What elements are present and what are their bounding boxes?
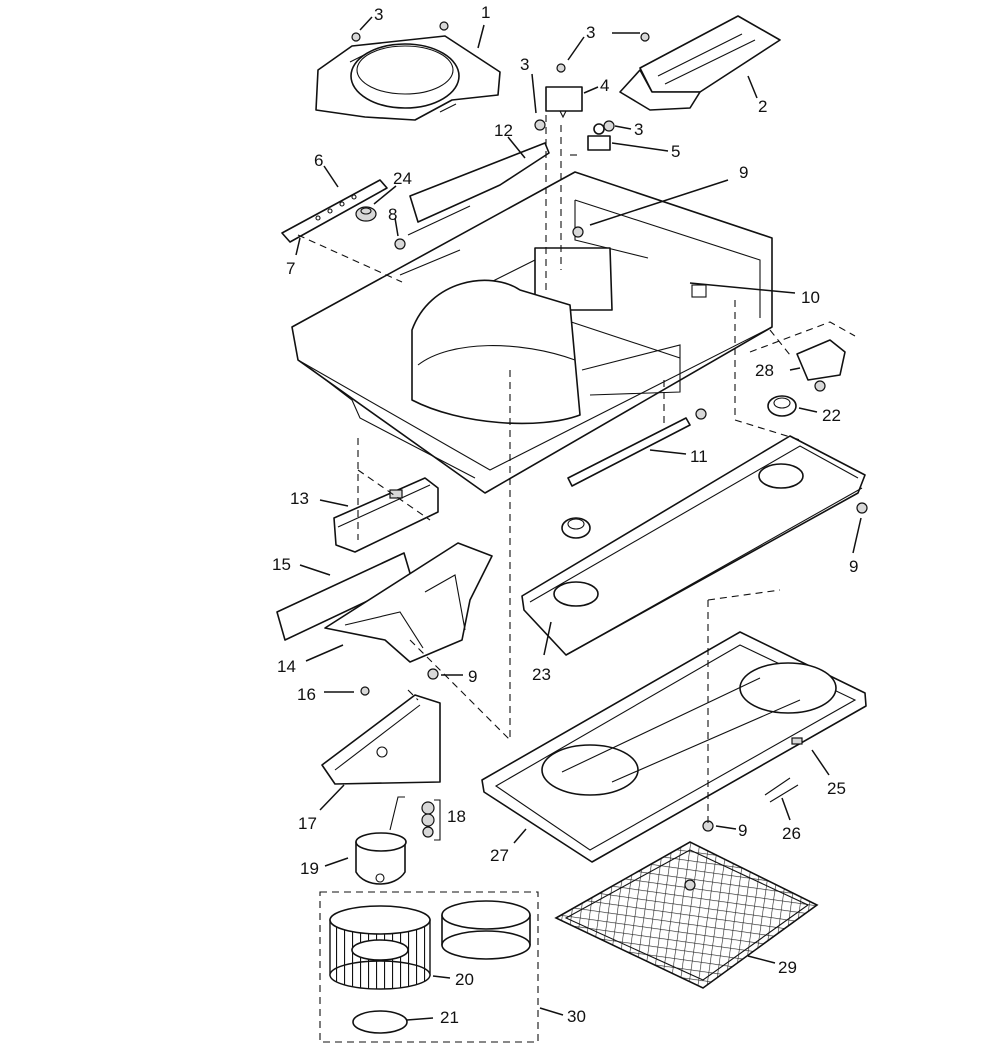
alignment-lines [297,115,856,826]
part-19-motor [355,796,407,885]
part-18-fastener-set [421,799,441,841]
part-12-panel [409,142,550,223]
part-27-bottom-pan [481,631,867,863]
part-5-clip [587,123,611,151]
part-20-blower-wheel [329,905,431,990]
callout-9: 9 [739,163,748,182]
part-29-grease-filter [554,841,819,989]
part-30-blower-assembly-box [319,891,539,1043]
part-21-ring [352,1010,408,1034]
leader-lines [295,16,862,1021]
callout-7: 7 [286,259,295,278]
callout-22: 22 [822,406,841,425]
part-22-lamp-socket [767,395,797,417]
part-14-blower-housing [324,542,493,663]
callout-20: 20 [455,970,474,989]
callout-3: 3 [634,120,643,139]
callout-28: 28 [755,361,774,380]
callout-8: 8 [388,205,397,224]
callout-10: 10 [801,288,820,307]
part-25-26-light-switch [764,737,803,803]
part-4-connector-box [545,86,583,119]
part-9-screws [427,226,868,832]
callout-24: 24 [393,169,412,188]
callout-30: 30 [567,1007,586,1026]
callout-4: 4 [600,76,609,95]
callout-21: 21 [440,1008,459,1027]
callout-29: 29 [778,958,797,977]
callout-3: 3 [374,5,383,24]
callout-26: 26 [782,824,801,843]
part-23-lamp-socket [561,517,591,539]
part-17-motor-plate [321,694,441,785]
part-2-bracket [619,15,781,111]
part-1-damper-plate [315,35,501,121]
callout-12: 12 [494,121,513,140]
callout-16: 16 [297,685,316,704]
callout-3: 3 [520,55,529,74]
callout-1: 1 [481,3,490,22]
callout-2: 2 [758,97,767,116]
callout-23: 23 [532,665,551,684]
callout-11: 11 [690,447,708,466]
callout-9: 9 [738,821,747,840]
part-11-rod [567,408,707,487]
screw-hardware [351,21,650,696]
callout-15: 15 [272,555,291,574]
part-20-ring [441,900,531,960]
callout-17: 17 [298,814,317,833]
callout-labels: 1 2 3 3 3 3 4 5 6 24 8 7 12 9 10 28 22 1… [272,3,858,1027]
callout-19: 19 [300,859,319,878]
callout-9: 9 [849,557,858,576]
callout-25: 25 [827,779,846,798]
callout-13: 13 [290,489,309,508]
callout-6: 6 [314,151,323,170]
callout-27: 27 [490,846,509,865]
part-24-grommet [355,206,377,222]
callout-9: 9 [468,667,477,686]
callout-3: 3 [586,23,595,42]
callout-14: 14 [277,657,296,676]
part-28-switch [796,339,846,392]
callout-5: 5 [671,142,680,161]
part-13-terminal-box [333,477,439,553]
hood-housing [291,171,773,494]
part-6-terminal-bar [281,179,388,243]
part-23-lamp-panel [521,435,866,656]
callout-18: 18 [447,807,466,826]
